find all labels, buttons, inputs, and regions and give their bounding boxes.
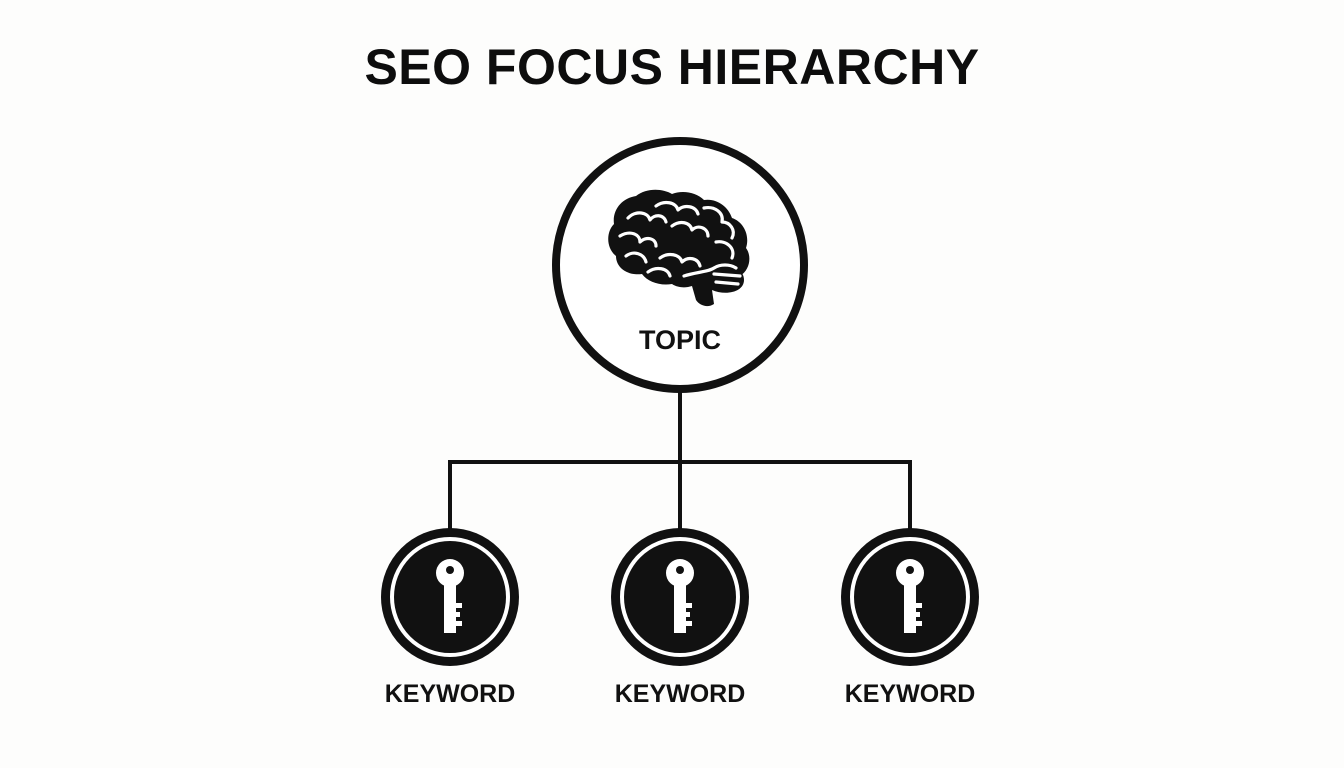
keyword-inner-ring [850,537,970,657]
topic-node: TOPIC [552,137,808,393]
keyword-node-3: KEYWORD [841,528,979,708]
brain-icon [608,189,750,307]
keyword-label: KEYWORD [615,680,746,708]
connector-lines [448,390,912,530]
keyword-node-1: KEYWORD [381,528,519,708]
diagram-title: SEO FOCUS HIERARCHY [364,39,980,95]
keyword-inner-ring [620,537,740,657]
keyword-label: KEYWORD [845,680,976,708]
keyword-node-2: KEYWORD [611,528,749,708]
keyword-inner-ring [390,537,510,657]
topic-label: TOPIC [639,325,721,355]
keyword-label: KEYWORD [385,680,516,708]
